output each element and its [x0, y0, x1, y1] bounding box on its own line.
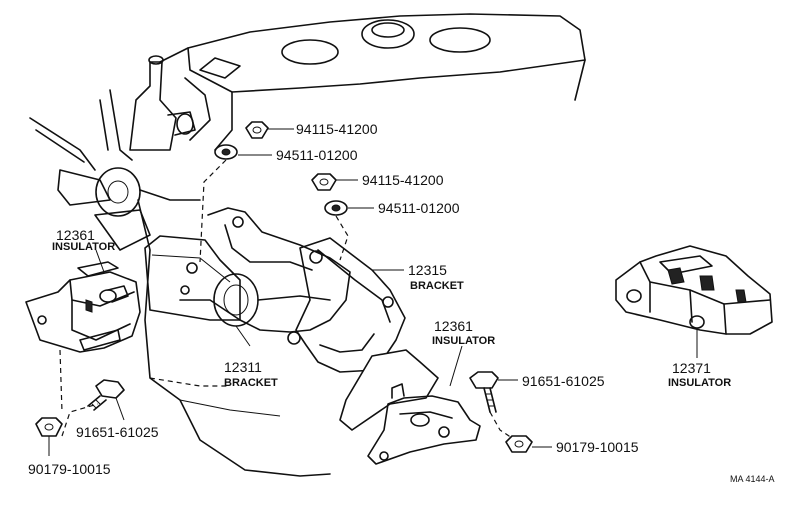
callout-nut-left: 90179-10015: [28, 461, 111, 477]
callout-bracket-left-name: BRACKET: [224, 377, 278, 389]
callout-washer-94511-top: 94511-01200: [276, 147, 358, 163]
callout-insulator-center-name: INSULATOR: [432, 335, 495, 347]
fan: [29, 89, 201, 251]
washer-94511-top: [214, 144, 238, 160]
bracket-12311: [144, 207, 351, 333]
callout-nut-94115-mid: 94115-41200: [362, 172, 444, 188]
nut-90179-left: [35, 417, 63, 437]
callout-bracket-left-num: 12311: [224, 359, 262, 375]
figure-code: MA 4144-A: [730, 474, 775, 484]
bolt-91651-left: [87, 379, 125, 411]
callout-bracket-right-name: BRACKET: [410, 280, 464, 292]
callout-washer-94511-mid: 94511-01200: [378, 200, 460, 216]
nut-94115-mid: [311, 173, 337, 191]
callout-insulator-center-num: 12361: [434, 318, 473, 334]
insulator-rear: [615, 245, 773, 335]
leader-lines: [48, 128, 698, 456]
nut-94115-top: [245, 121, 269, 139]
washer-94511-mid: [324, 200, 348, 216]
engine-block: [129, 13, 586, 477]
callout-insulator-rear-name: INSULATOR: [668, 377, 731, 389]
callout-bolt-left: 91651-61025: [76, 424, 159, 440]
callout-bracket-right-num: 12315: [408, 262, 447, 278]
nut-90179-right: [505, 435, 533, 453]
assembly-lines: [59, 159, 513, 439]
callout-nut-94115-top: 94115-41200: [296, 121, 378, 137]
callout-insulator-left-name: INSULATOR: [52, 241, 115, 253]
callout-insulator-left-num: 12361: [56, 227, 95, 243]
insulator-left: [25, 261, 141, 353]
callout-insulator-rear-num: 12371: [672, 360, 711, 376]
insulator-center: [339, 349, 481, 465]
bolt-91651-right: [469, 371, 499, 413]
callout-labels: 94115-41200 94511-01200 94115-41200 9451…: [28, 121, 775, 484]
callout-nut-right: 90179-10015: [556, 439, 639, 455]
callout-bolt-right: 91651-61025: [522, 373, 605, 389]
bracket-12315: [287, 237, 406, 373]
